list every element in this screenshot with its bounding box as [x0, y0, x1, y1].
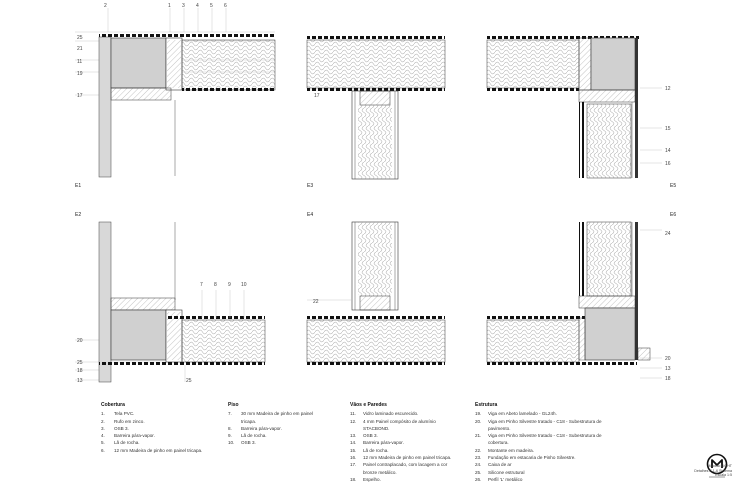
legend-item: 18.Espelho.: [350, 476, 381, 482]
callout-e2-left: 18: [77, 368, 83, 374]
callout-e5-right: 12: [665, 86, 671, 92]
logo-icon: [706, 453, 728, 478]
detail-e3: [306, 36, 446, 180]
callout-e1-top: 2: [104, 3, 107, 9]
legend-item: 9.Lã de rocha.: [228, 433, 267, 439]
callout-e1-top: 1: [168, 3, 171, 9]
legend-item: 4.Barreira pára-vapor.: [101, 433, 155, 439]
callout-e2-bottom: 25: [186, 378, 192, 384]
detail-e1: [75, 8, 276, 178]
legend-item: 16.12 mm Madeira de pinho em painel tric…: [350, 455, 452, 461]
detail-label-e3: E3: [307, 183, 313, 189]
detail-label-e4: E4: [307, 212, 313, 218]
callout-e4-left: 22: [313, 299, 319, 305]
legend-title: Cobertura: [101, 402, 125, 408]
callout-e1-left: 21: [77, 46, 83, 52]
detail-label-e1: E1: [75, 183, 81, 189]
legend-item: 2.Rufo em zinco.: [101, 418, 145, 424]
callout-e1-left: 25: [77, 35, 83, 41]
callout-e6-right: 24: [665, 231, 671, 237]
legend-piso: Piso 7.30 mm Madeira de pinho em painel …: [228, 402, 328, 447]
stamp-line: Módulo LIGHT: [708, 464, 732, 468]
callout-e6-right: 13: [665, 366, 671, 372]
legend-item: 25.Silicone estrutural: [475, 469, 525, 475]
legend-title: Vãos e Paredes: [350, 402, 387, 408]
callout-e3-left: 17: [314, 93, 320, 99]
legend-item: 22.Montante em madeira.: [475, 447, 534, 453]
legend-item: 14.Barreira pára-vapor.: [350, 440, 404, 446]
legend-item: 13.OSB 3.: [350, 433, 378, 439]
callout-e5-right: 16: [665, 161, 671, 167]
legend-item: 19.Viga em Abeto lamelado - GL24h.: [475, 411, 557, 417]
callout-e1-top: 4: [196, 3, 199, 9]
detail-e6: [486, 221, 662, 379]
callout-e6-right: 18: [665, 376, 671, 382]
callout-e6-right: 20: [665, 356, 671, 362]
callout-e2-mid: 7: [200, 282, 203, 288]
callout-e1-left: 11: [77, 59, 82, 65]
callout-e2-left: 20: [77, 338, 83, 344]
callout-e2-mid: 10: [241, 282, 247, 288]
legend-item: 17.Painel contraplacado, com lacagem a c…: [350, 462, 448, 475]
legend-item: 20.Viga em Pinho Silvestre tratado - C18…: [475, 418, 602, 431]
legend-item: 12.4 mm Painel compósito de alumínio STA…: [350, 418, 436, 431]
detail-e5: [486, 36, 662, 179]
legend-item: 26.Perfil 'L' metálico: [475, 476, 523, 482]
legend-item: 6.12 mm Madeira de pinho em painel trica…: [101, 447, 203, 453]
legend-item: 10.OSB 3.: [228, 440, 256, 446]
detail-label-e6: E6: [670, 212, 676, 218]
callout-e2-left: 25: [77, 360, 83, 366]
detail-label-e2: E2: [75, 212, 81, 218]
callout-e1-left: 17: [77, 93, 83, 99]
callout-e1-top: 6: [224, 3, 227, 9]
legend-item: 1.Tela PVC.: [101, 411, 135, 417]
callout-e5-right: 14: [665, 148, 671, 154]
legend-cobertura: Cobertura 1.Tela PVC. 2.Rufo em zinco. 3…: [101, 402, 221, 454]
legend-estrutura: Estrutura 19.Viga em Abeto lamelado - GL…: [475, 402, 610, 483]
legend-item: 7.30 mm Madeira de pinho em painel trica…: [228, 411, 314, 424]
legend-title: Piso: [228, 402, 239, 408]
callout-e1-top: 3: [182, 3, 185, 9]
title-stamp: Módulo LIGHT Detalhes E 1-6 Sistema Esca…: [692, 464, 732, 478]
stamp-line: Detalhes E 1-6 Sistema: [694, 468, 732, 473]
legend-item: 24.Caixa de ar: [475, 462, 512, 468]
detail-e4: [306, 221, 446, 365]
callout-e2-left: 13: [77, 378, 83, 384]
legend-item: 5.Lã de rocha.: [101, 440, 140, 446]
callout-e5-right: 15: [665, 126, 671, 132]
legend-item: 3.OSB 3.: [101, 425, 129, 431]
detail-e2: [75, 221, 266, 383]
legend-vaos-paredes: Vãos e Paredes 11.Vidro laminado escurec…: [350, 402, 460, 483]
callout-e2-mid: 9: [228, 282, 231, 288]
detail-label-e5: E5: [670, 183, 676, 189]
callout-e1-left: 19: [77, 71, 83, 77]
callout-e2-mid: 8: [214, 282, 217, 288]
legend-item: 15.Lã de rocha.: [350, 447, 389, 453]
legend-title: Estrutura: [475, 402, 498, 408]
legend-item: 21.Viga em Pinho Silvestre tratado - C18…: [475, 433, 602, 446]
stamp-line: Escala 1:5: [715, 473, 732, 478]
legend-item: 23.Fundação em estacaria de Pinho Silves…: [475, 455, 576, 461]
callout-e1-top: 5: [210, 3, 213, 9]
legend-item: 8.Barreira pára-vapor.: [228, 425, 282, 431]
legend-item: 11.Vidro laminado escurecido.: [350, 411, 419, 417]
